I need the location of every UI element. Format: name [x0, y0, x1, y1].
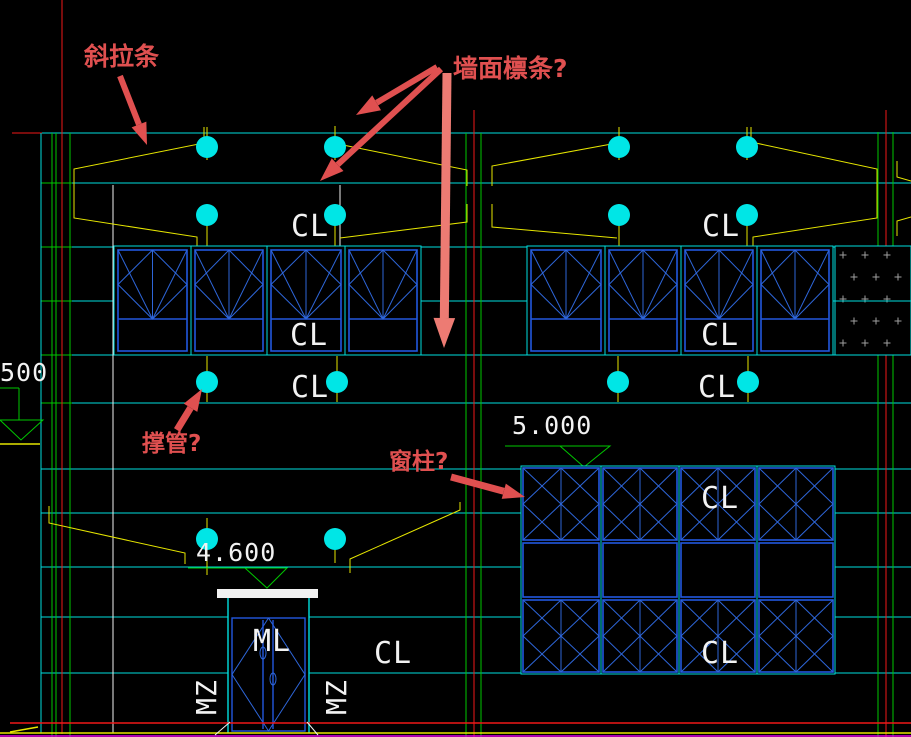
purlin-dot — [324, 136, 346, 158]
elevation-marker-triangle — [558, 445, 612, 468]
purlin-dot — [737, 371, 759, 393]
annotation-diagonal-tie: 斜拉条 — [84, 42, 160, 71]
annotation-arrowhead — [501, 483, 525, 499]
purlin-dot — [736, 204, 758, 226]
annotation-arrow-shaft — [117, 74, 142, 126]
cl-label: CL — [700, 481, 740, 516]
bracing-polyline — [339, 204, 468, 239]
cl-label: CL — [697, 370, 737, 405]
annotation-wall-purlin: 墙面檩条? — [453, 54, 568, 83]
annotation-arrow-shaft — [450, 473, 505, 495]
grid2-diagonal — [522, 599, 600, 673]
door-handle — [269, 672, 277, 686]
grid2-diagonal — [602, 467, 678, 541]
purlin-dot — [326, 371, 348, 393]
purlin-dot — [196, 528, 218, 550]
elevation-label-5000: 5.000 — [512, 411, 593, 440]
bracing-polyline — [48, 506, 186, 564]
cl-label: CL — [373, 636, 413, 671]
annotation-arrow-shaft — [375, 64, 439, 106]
cl-label: CL — [700, 636, 740, 671]
purlin-dot — [324, 204, 346, 226]
cl-label: CL — [700, 318, 740, 353]
door-diamond — [231, 617, 306, 732]
annotation-arrow-shaft — [174, 405, 194, 432]
bracing-polyline — [337, 143, 468, 186]
grid2-frame — [520, 465, 836, 675]
window-diagonal — [382, 249, 418, 320]
purlin-dot — [607, 371, 629, 393]
annotation-arrow-shaft — [335, 66, 444, 167]
window-diagonal — [117, 249, 153, 320]
window-diagonal — [684, 249, 720, 320]
bracing-polyline — [491, 142, 618, 186]
annotation-arrowhead — [131, 121, 147, 145]
grid2-cell — [680, 542, 756, 598]
mz-label: MZ — [320, 679, 353, 715]
grid2-diagonal — [602, 599, 678, 673]
purlin-dot — [196, 204, 218, 226]
annotation-arrowhead — [320, 158, 344, 181]
purlin-dot — [196, 371, 218, 393]
bracing-polyline — [491, 204, 618, 239]
cl-label: CL — [289, 318, 329, 353]
bracing-polyline — [73, 127, 205, 247]
purlin-dot — [196, 136, 218, 158]
annotation-window-column: 窗柱? — [389, 449, 449, 475]
elevation-marker-triangle — [243, 567, 289, 589]
elevation-label-4600: 4.600 — [196, 538, 277, 567]
purlin-dot — [324, 528, 346, 550]
window-diagonal — [760, 249, 796, 320]
window-diagonal — [228, 249, 264, 320]
purlin-dot — [736, 136, 758, 158]
grid2-diagonal — [680, 467, 756, 541]
window-group-frame — [526, 245, 834, 356]
bracing-polyline — [750, 127, 878, 247]
annotation-arrowhead — [433, 317, 456, 348]
annotation-arrowhead — [356, 95, 382, 115]
purlin-dot — [608, 204, 630, 226]
door-leaf — [231, 617, 306, 732]
window-diagonal — [305, 249, 342, 320]
grid2-diagonal — [758, 467, 834, 541]
window-diagonal — [348, 249, 384, 320]
window-diagonal — [718, 249, 754, 320]
window-diagonal — [608, 249, 644, 320]
grid2-cell — [758, 542, 834, 598]
purlin-dot — [608, 136, 630, 158]
bracing-polyline — [896, 161, 911, 182]
grid2-cell — [522, 542, 600, 598]
annotation-support-tube: 撑管? — [142, 431, 202, 457]
grid2-diagonal — [758, 599, 834, 673]
door-label-ml: ML — [252, 624, 292, 659]
window-diagonal — [794, 249, 830, 320]
cl-label: CL — [290, 209, 330, 244]
grid2-diagonal — [522, 467, 600, 541]
door-handle — [259, 646, 267, 660]
bracing-polyline — [896, 216, 911, 236]
ground-yellow-diag — [9, 726, 39, 733]
mz-label: MZ — [190, 679, 223, 715]
bracing-polyline — [349, 502, 461, 573]
window-diagonal — [530, 249, 567, 320]
window-diagonal — [152, 249, 188, 320]
window-diagonal — [565, 249, 602, 320]
window-diagonal — [270, 249, 307, 320]
grid2-cell — [602, 542, 678, 598]
annotation-arrowhead — [183, 389, 202, 412]
cl-label: CL — [290, 370, 330, 405]
elevation-marker-triangle — [0, 419, 45, 441]
door-corner-tick — [306, 721, 319, 736]
window-diagonal — [194, 249, 230, 320]
grid2-diagonal — [680, 599, 756, 673]
elevation-label-500: 500 — [0, 358, 49, 387]
annotation-arrow-shaft — [439, 72, 452, 319]
cl-label: CL — [701, 209, 741, 244]
door-corner-tick — [214, 721, 231, 736]
window-diagonal — [642, 249, 678, 320]
door-header-bar — [217, 589, 318, 598]
